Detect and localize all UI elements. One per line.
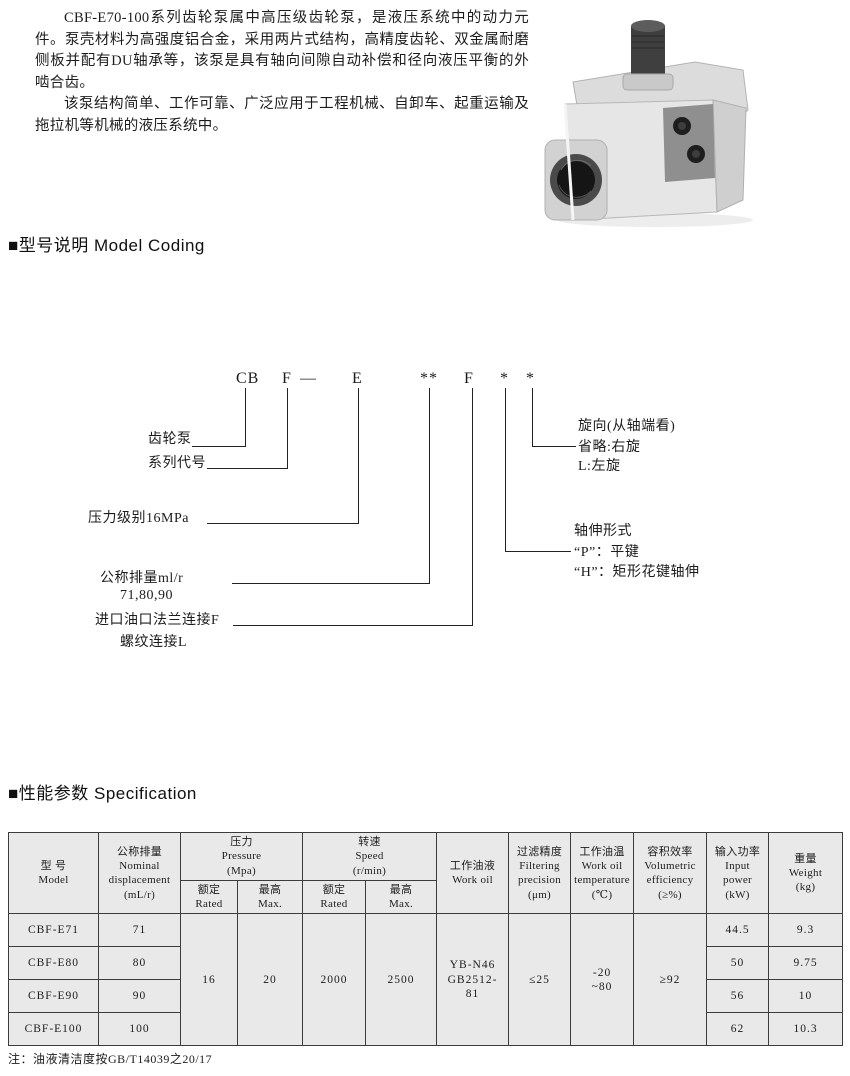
label-shaft-key: “P”：平键 [574, 545, 640, 560]
cell-rated-speed: 2000 [302, 913, 367, 1047]
cell-max-pressure: 20 [236, 913, 304, 1047]
cell-model: CBF-E100 [8, 1012, 99, 1047]
code-part-dash: — [300, 370, 317, 387]
th-speed-rated: 额定 Rated [302, 879, 367, 915]
label-gear-pump: 齿轮泵 [148, 432, 192, 447]
th-filtering: 过滤精度 Filtering precision (μm) [508, 831, 572, 915]
model-coding-heading: ■型号说明 Model Coding [8, 236, 205, 255]
cell-power: 62 [706, 1012, 770, 1047]
footnote: 注：油液清洁度按GB/T14039之20/17 [8, 1052, 213, 1066]
th-speed-max: 最高 Max. [365, 879, 438, 915]
th-temperature: 工作油温 Work oil temperature (℃) [570, 831, 635, 915]
label-rotation-left: L:左旋 [578, 459, 621, 474]
label-inlet-thread: 螺纹连接L [120, 635, 188, 650]
table-row: CBF-E71 71 16 20 2000 2500 YB-N46 GB2512… [8, 913, 844, 1047]
connector-line [232, 583, 430, 584]
cell-weight: 9.3 [768, 913, 844, 948]
connector-line [532, 446, 576, 447]
cell-displacement: 90 [98, 979, 181, 1014]
th-work-oil: 工作油液 Work oil [436, 831, 510, 915]
connector-line [245, 388, 246, 446]
cell-weight: 10.3 [768, 1012, 844, 1047]
connector-line [505, 551, 571, 552]
table-row: CBF-E100 100 62 10.3 [8, 1012, 844, 1047]
cell-power: 50 [706, 946, 770, 981]
code-part-rotation: * [526, 370, 535, 387]
th-pressure: 压力 Pressure (Mpa) [179, 832, 304, 881]
connector-line [532, 388, 533, 446]
label-series-code: 系列代号 [148, 456, 206, 471]
connector-line [358, 388, 359, 523]
connector-line [207, 523, 359, 524]
code-part-f1: F [282, 370, 292, 387]
cell-displacement: 71 [98, 913, 181, 948]
cell-rated-pressure: 16 [180, 913, 238, 1047]
cell-model: CBF-E71 [8, 913, 99, 948]
cell-temperature: -20 ~80 [570, 913, 635, 1047]
connector-line [192, 446, 246, 447]
connector-line [429, 388, 430, 583]
code-part-displacement: ** [420, 370, 438, 387]
cell-weight: 9.75 [768, 946, 844, 981]
label-shaft-spline: “H”：矩形花键轴伸 [574, 565, 700, 580]
label-displacement-values: 71,80,90 [120, 588, 173, 603]
cell-displacement: 100 [98, 1012, 181, 1047]
code-part-cb: CB [236, 370, 260, 387]
model-coding-diagram: CB F — E ** F * * 齿轮泵 系列代号 压力级别16MPa 公称排… [0, 360, 850, 700]
table-row: CBF-E80 80 50 9.75 [8, 946, 844, 981]
cell-work-oil: YB-N46 GB2512- 81 [436, 913, 510, 1047]
cell-max-speed: 2500 [365, 913, 438, 1047]
label-shaft-title: 轴伸形式 [574, 524, 632, 539]
cell-power: 44.5 [706, 913, 770, 948]
th-pressure-rated: 额定 Rated [180, 879, 238, 915]
table-row: CBF-E90 90 56 10 [8, 979, 844, 1014]
connector-line [472, 388, 473, 625]
cell-model: CBF-E90 [8, 979, 99, 1014]
th-speed: 转速 Speed (r/min) [302, 832, 438, 881]
label-displacement: 公称排量ml/r [100, 571, 184, 586]
code-part-e: E [352, 370, 363, 387]
cell-displacement: 80 [98, 946, 181, 981]
gear-pump-illustration [544, 20, 753, 227]
th-weight: 重量 Weight (kg) [768, 831, 844, 915]
label-rotation-title: 旋向(从轴端看) [578, 419, 676, 434]
th-displacement: 公称排量 Nominal displacement (mL/r) [98, 831, 181, 915]
connector-line [233, 625, 473, 626]
product-photo [543, 12, 771, 235]
intro-text: CBF-E70-100系列齿轮泵属中高压级齿轮泵，是液压系统中的动力元件。泵壳材… [35, 8, 529, 137]
cell-efficiency: ≥92 [633, 913, 708, 1047]
label-pressure-level: 压力级别16MPa [88, 511, 189, 526]
label-rotation-right: 省略:右旋 [578, 440, 641, 455]
connector-line [505, 388, 506, 551]
connector-line [207, 468, 288, 469]
th-power: 输入功率 Input power (kW) [706, 831, 770, 915]
cell-weight: 10 [768, 979, 844, 1014]
spec-table: 型 号 Model 公称排量 Nominal displacement (mL/… [8, 831, 844, 1047]
intro-paragraph-1: CBF-E70-100系列齿轮泵属中高压级齿轮泵，是液压系统中的动力元件。泵壳材… [35, 10, 529, 91]
code-part-shaft: * [500, 370, 509, 387]
cell-power: 56 [706, 979, 770, 1014]
connector-line [287, 388, 288, 468]
cell-model: CBF-E80 [8, 946, 99, 981]
label-inlet-flange: 进口油口法兰连接F [95, 613, 220, 628]
cell-filtering: ≤25 [508, 913, 572, 1047]
th-efficiency: 容积效率 Volumetric efficiency (≥%) [633, 831, 708, 915]
code-part-f2: F [464, 370, 474, 387]
intro-paragraph-2: 该泵结构简单、工作可靠、广泛应用于工程机械、自卸车、起重运输及拖拉机等机械的液压… [35, 96, 529, 134]
th-model: 型 号 Model [8, 831, 99, 915]
specification-heading: ■性能参数 Specification [8, 784, 197, 803]
th-pressure-max: 最高 Max. [236, 879, 304, 915]
